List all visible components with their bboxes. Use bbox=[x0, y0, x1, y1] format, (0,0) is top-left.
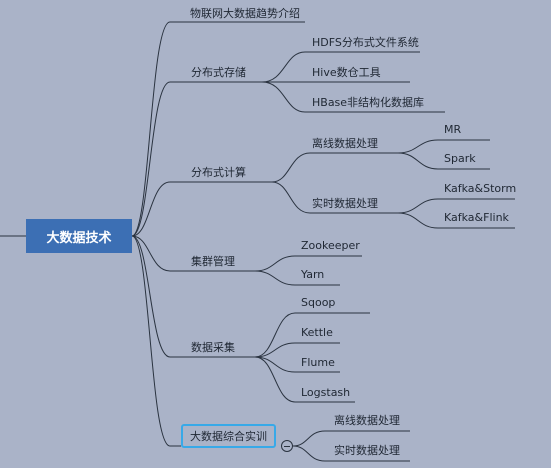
node-training-offline[interactable]: 离线数据处理 bbox=[334, 414, 400, 427]
node-kafka-flink[interactable]: Kafka&Flink bbox=[444, 211, 509, 224]
node-cluster-management[interactable]: 集群管理 bbox=[191, 255, 235, 268]
node-kafka-storm[interactable]: Kafka&Storm bbox=[444, 182, 517, 195]
node-distributed-computing[interactable]: 分布式计算 bbox=[191, 166, 246, 179]
node-distributed-storage[interactable]: 分布式存储 bbox=[191, 66, 246, 79]
node-iot-intro[interactable]: 物联网大数据趋势介绍 bbox=[190, 7, 300, 20]
node-spark[interactable]: Spark bbox=[444, 152, 476, 165]
node-data-collection[interactable]: 数据采集 bbox=[191, 341, 235, 354]
node-bigdata-training-label: 大数据综合实训 bbox=[190, 430, 267, 443]
collapse-toggle-icon[interactable] bbox=[281, 440, 293, 452]
node-hbase[interactable]: HBase非结构化数据库 bbox=[312, 96, 425, 109]
node-sqoop[interactable]: Sqoop bbox=[301, 296, 336, 309]
node-offline-processing[interactable]: 离线数据处理 bbox=[312, 137, 378, 150]
node-hive[interactable]: Hive数仓工具 bbox=[312, 66, 381, 79]
node-mr[interactable]: MR bbox=[444, 123, 462, 136]
node-realtime-processing[interactable]: 实时数据处理 bbox=[312, 197, 378, 210]
node-bigdata-training[interactable]: 大数据综合实训 bbox=[181, 424, 276, 448]
node-yarn[interactable]: Yarn bbox=[301, 268, 325, 281]
node-training-realtime[interactable]: 实时数据处理 bbox=[334, 444, 400, 457]
root-node[interactable]: 大数据技术 bbox=[26, 219, 132, 253]
node-hdfs[interactable]: HDFS分布式文件系统 bbox=[312, 36, 419, 49]
node-kettle[interactable]: Kettle bbox=[301, 326, 333, 339]
node-logstash[interactable]: Logstash bbox=[301, 386, 351, 399]
node-flume[interactable]: Flume bbox=[301, 356, 335, 369]
node-zookeeper[interactable]: Zookeeper bbox=[301, 239, 360, 252]
